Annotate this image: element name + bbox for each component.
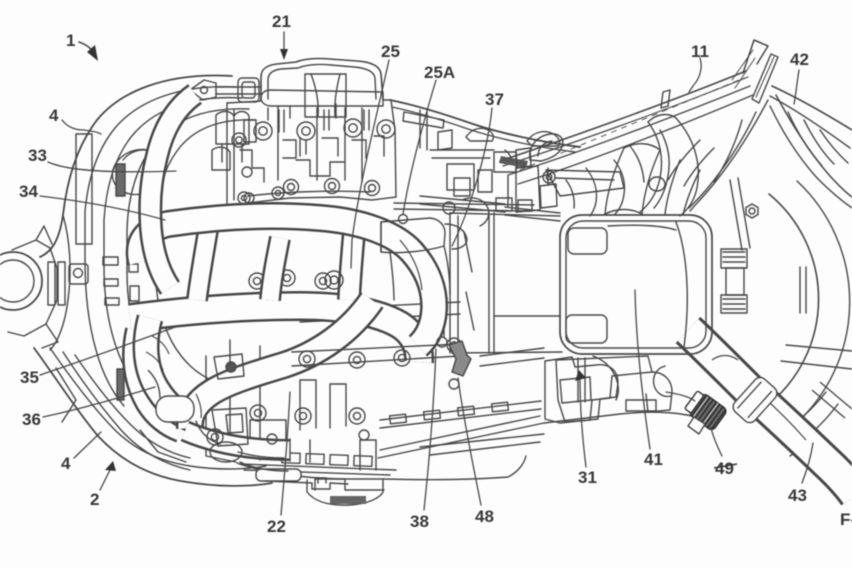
svg-text:37: 37 — [485, 90, 504, 109]
svg-text:22: 22 — [267, 517, 286, 536]
svg-text:31: 31 — [578, 468, 597, 487]
svg-text:38: 38 — [410, 512, 429, 531]
svg-text:4: 4 — [49, 106, 59, 125]
svg-text:11: 11 — [691, 42, 709, 61]
svg-text:41: 41 — [644, 450, 663, 469]
svg-text:35: 35 — [20, 368, 39, 387]
svg-text:2: 2 — [90, 490, 99, 509]
svg-text:42: 42 — [790, 50, 809, 69]
svg-text:4: 4 — [61, 454, 71, 473]
svg-text:1: 1 — [66, 31, 75, 50]
svg-text:21: 21 — [272, 12, 291, 31]
svg-text:34: 34 — [19, 182, 38, 201]
svg-text:33: 33 — [28, 146, 47, 165]
svg-text:49: 49 — [715, 459, 734, 478]
svg-text:25A: 25A — [424, 63, 455, 82]
svg-text:48: 48 — [475, 507, 494, 526]
svg-text:F-: F- — [840, 510, 852, 529]
svg-text:43: 43 — [788, 486, 807, 505]
svg-text:36: 36 — [22, 410, 41, 429]
svg-text:25: 25 — [381, 42, 400, 61]
